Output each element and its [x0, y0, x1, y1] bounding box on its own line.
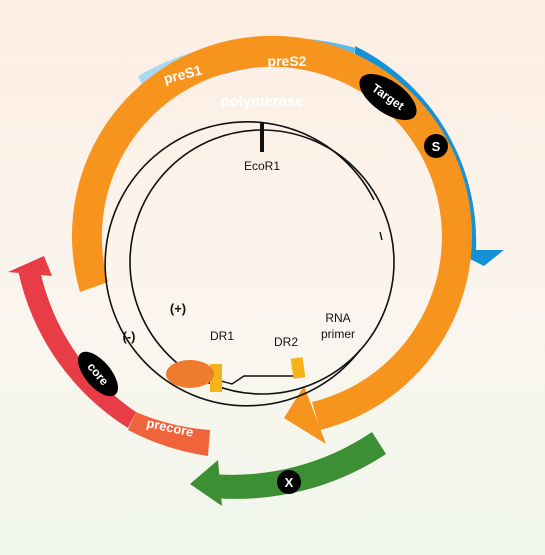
x-badge [277, 470, 301, 494]
x-gene-arc [212, 432, 386, 499]
x-gene-arrowhead [190, 460, 222, 506]
core-pill [77, 351, 119, 397]
core-arc [18, 270, 136, 428]
terminal-protein [166, 360, 214, 388]
target-pill [359, 73, 417, 121]
gap-mark [379, 231, 383, 241]
dr1-label: DR1 [210, 329, 234, 343]
dr2-label: DR2 [274, 335, 298, 349]
s-badge [424, 134, 448, 158]
polymerase-arrowhead [284, 386, 326, 444]
precore-segment [128, 412, 210, 456]
ecor1-label: EcoR1 [244, 159, 280, 173]
pres2-label: preS2 [268, 53, 307, 69]
s-label: S [432, 139, 441, 154]
cohesive-junction [209, 375, 300, 385]
x-label: X [285, 475, 294, 490]
plus-strand-label: (+) [170, 301, 186, 316]
polymerase-label: polymerase [220, 93, 303, 110]
dr2-box [290, 357, 306, 379]
rna-primer-label-line1: RNA [325, 311, 350, 325]
minus-strand-label: (-) [123, 329, 136, 344]
minus-strand-arc [104, 121, 375, 407]
rna-primer-label-line2: primer [321, 327, 355, 341]
core-arrowhead [8, 256, 52, 276]
